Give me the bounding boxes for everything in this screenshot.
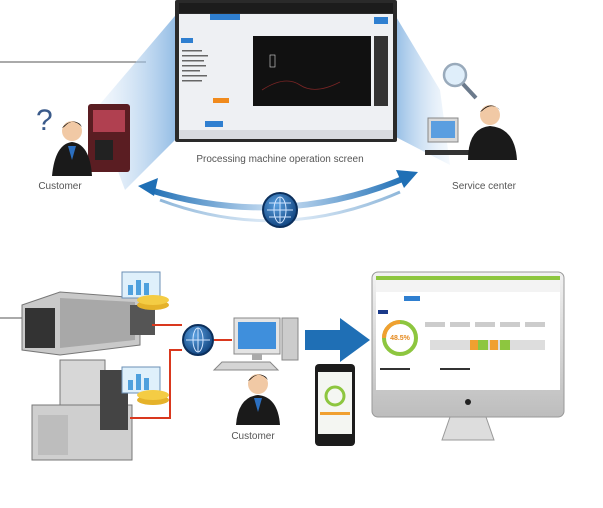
operation-screen — [175, 0, 397, 142]
customer-label-bottom: Customer — [231, 431, 275, 442]
customer-figure-top — [52, 104, 130, 176]
globe-icon-bottom — [182, 324, 214, 356]
edm-machine — [31, 359, 133, 461]
cost-chart-icon-2 — [121, 366, 169, 405]
network-links — [130, 324, 232, 419]
globe-icon-top — [262, 192, 298, 228]
operation-screen-caption: Processing machine operation screen — [196, 154, 364, 165]
dashboard-percent: 48.5% — [390, 335, 411, 342]
magnifier-icon — [442, 62, 468, 88]
customer-pc — [212, 317, 299, 371]
cost-chart-icon-1 — [121, 271, 169, 310]
service-center-label: Service center — [452, 181, 516, 192]
dashboard-monitor — [371, 271, 565, 441]
smartphone — [315, 364, 355, 446]
customer-label-top: Customer — [38, 181, 82, 192]
question-mark: ? — [36, 104, 53, 137]
laser-machine — [21, 291, 155, 356]
customer-figure-bottom — [236, 374, 280, 425]
flow-arrow — [305, 318, 370, 362]
service-center-figure — [425, 62, 517, 160]
